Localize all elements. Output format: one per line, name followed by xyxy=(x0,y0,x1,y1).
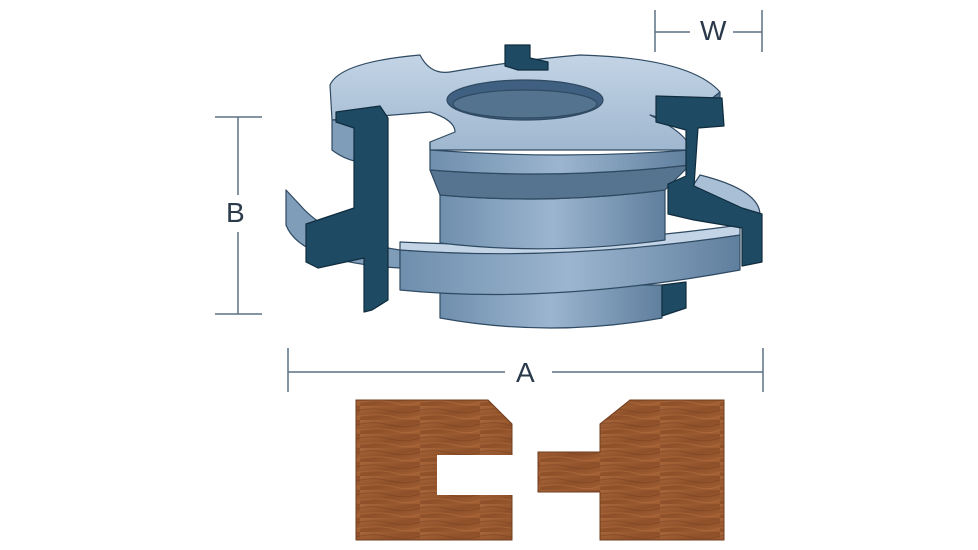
dimension-a xyxy=(287,348,764,392)
dimension-b-label: B xyxy=(222,199,249,227)
wood-groove xyxy=(437,455,513,495)
blade-right xyxy=(655,95,763,267)
dimension-w xyxy=(654,10,763,52)
blade-left xyxy=(305,105,389,313)
dimension-b xyxy=(215,116,262,315)
dimension-a-label: A xyxy=(512,359,539,387)
cutter-body xyxy=(285,54,761,329)
blade-top xyxy=(504,44,549,71)
dimension-w-label: W xyxy=(696,17,731,45)
cutter-bottom-hub xyxy=(439,284,663,329)
carbide-blades xyxy=(305,44,763,317)
wood-profile-left xyxy=(355,399,513,541)
blade-right-lower xyxy=(661,281,687,317)
wood-profile-right xyxy=(537,399,725,541)
